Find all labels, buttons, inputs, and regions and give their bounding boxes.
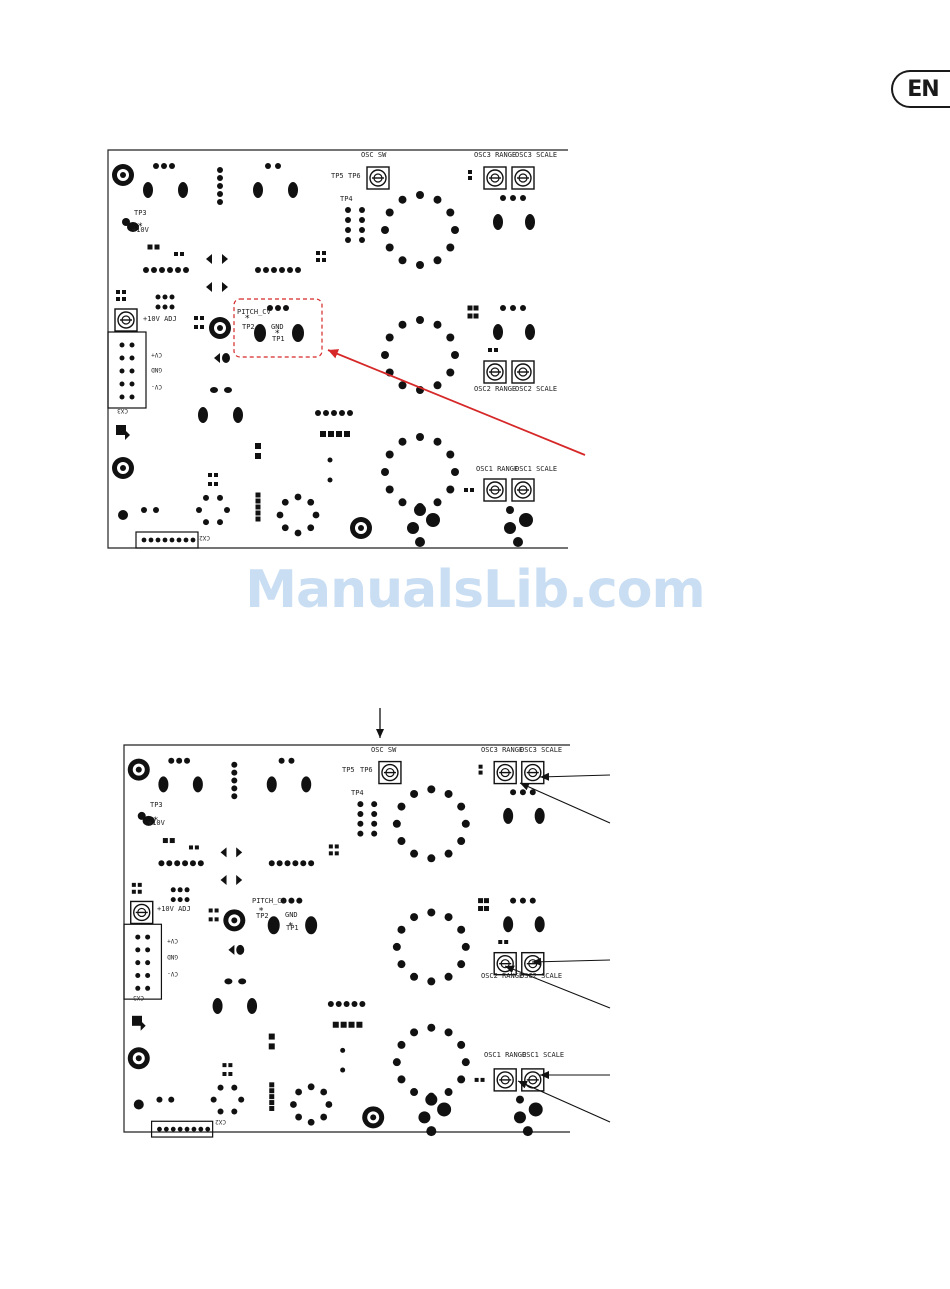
label-tp2: TP2 [256, 912, 269, 920]
pcb-board-bottom: * * * OSC SW OSC3 RANGE OSC3 SCALE OSC2 RA… [123, 708, 611, 1138]
pcb-board-top: * * * OSC SW OSC3 RANGE OSC3 SCALE OSC2 RA… [107, 149, 586, 549]
callout-arrow-red [327, 349, 586, 456]
label-tp1: TP1 [286, 924, 299, 932]
language-badge: EN [891, 70, 950, 108]
label-osc3-range: OSC3 RANGE [481, 746, 523, 754]
pitch-cv-highlight-box [233, 298, 323, 358]
label-pitch-cv: PITCH_CV [237, 308, 272, 316]
label-gnd: GND [271, 323, 284, 331]
label-osc1-range: OSC1 RANGE [484, 1051, 526, 1059]
label-osc3-range: OSC3 RANGE [474, 151, 516, 159]
label-plus10v-adj: +10V ADJ [157, 905, 191, 913]
label-osc3-scale: OSC3 SCALE [515, 151, 557, 159]
label-cx3: CX3 [117, 407, 128, 414]
svg-text:*: * [138, 222, 143, 232]
label-tp2: TP2 [242, 323, 255, 331]
label-cv-minus: CV- [151, 383, 162, 390]
watermark-text: ManualsLib.com [245, 560, 705, 620]
label-osc-sw: OSC SW [371, 746, 397, 754]
label-tp1: TP1 [272, 335, 285, 343]
label-cx2: CX2 [199, 534, 210, 541]
label-osc-sw: OSC SW [361, 151, 387, 159]
arrow-osc2-scale [531, 957, 611, 966]
arrow-osc3-range [519, 782, 611, 824]
svg-text:*: * [154, 816, 159, 826]
label-plus10v: +10V [148, 819, 166, 827]
label-osc1-scale: OSC1 SCALE [515, 465, 557, 473]
label-osc1-range: OSC1 RANGE [476, 465, 518, 473]
label-tp4: TP4 [351, 789, 364, 797]
label-tp6: TP6 [360, 766, 373, 774]
label-cx3: CX3 [133, 994, 144, 1001]
label-cv-plus: CV+ [167, 937, 178, 944]
label-osc2-range: OSC2 RANGE [481, 972, 523, 980]
label-osc2-range: OSC2 RANGE [474, 385, 516, 393]
label-tp5: TP5 [331, 172, 344, 180]
pcb-components-bottom: * * * [123, 757, 545, 1138]
pcb-components-top: * * * [107, 163, 535, 549]
label-cv-gnd: GND [151, 366, 162, 373]
label-tp6: TP6 [348, 172, 361, 180]
arrow-osc3-scale [539, 772, 611, 781]
svg-text:*: * [275, 329, 280, 339]
label-osc1-scale: OSC1 SCALE [522, 1051, 564, 1059]
label-plus10v: +10V [132, 226, 150, 234]
label-gnd: GND [285, 911, 298, 919]
label-tp3: TP3 [150, 801, 163, 809]
svg-text:*: * [245, 314, 250, 324]
arrow-osc2-range [504, 965, 611, 1009]
label-cv-gnd: GND [167, 953, 178, 960]
label-plus10v-adj: +10V ADJ [143, 315, 177, 323]
label-cx2: CX2 [215, 1118, 226, 1125]
label-tp4: TP4 [340, 195, 353, 203]
label-osc2-scale: OSC2 SCALE [515, 385, 557, 393]
label-tp5: TP5 [342, 766, 355, 774]
arrow-osc1-range [517, 1080, 611, 1123]
label-osc2-scale: OSC2 SCALE [520, 972, 562, 980]
label-pitch-cv: PITCH_CV [252, 897, 287, 905]
label-tp3: TP3 [134, 209, 147, 217]
svg-text:*: * [259, 906, 264, 916]
svg-text:*: * [288, 921, 293, 931]
label-cv-minus: CV- [167, 970, 178, 977]
label-osc3-scale: OSC3 SCALE [520, 746, 562, 754]
label-cv-plus: CV+ [151, 351, 162, 358]
